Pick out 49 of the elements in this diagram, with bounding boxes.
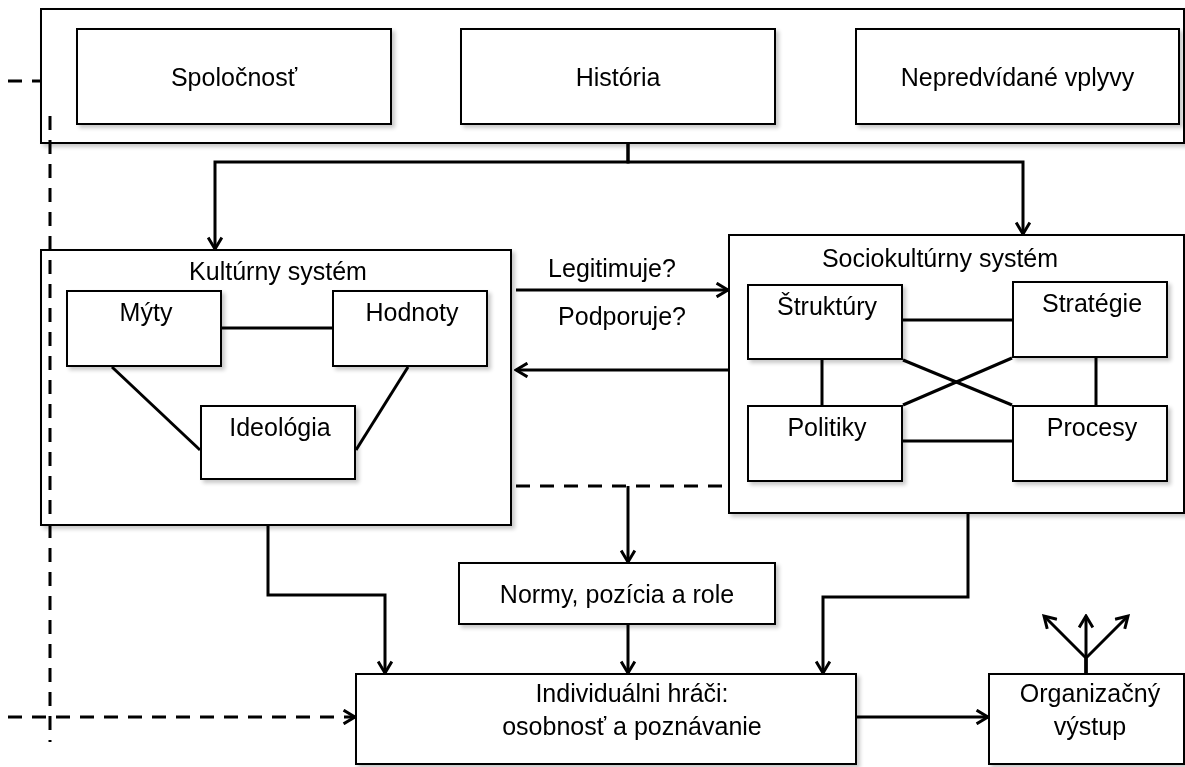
box-label: Nepredvídané vplyvy — [899, 61, 1136, 93]
connector-line — [222, 326, 332, 330]
arrow — [814, 514, 970, 675]
box-label: Spoločnosť — [169, 61, 299, 93]
connector-line — [8, 79, 40, 83]
box-label: Normy, pozícia a role — [498, 578, 736, 610]
panel-heading: Sociokultúrny systém — [820, 243, 1060, 274]
process-box — [855, 28, 1180, 125]
process-box — [1012, 405, 1168, 482]
process-box — [460, 28, 776, 125]
box-label: Stratégie — [1040, 288, 1144, 319]
process-box — [332, 290, 488, 367]
process-box — [355, 673, 857, 765]
arrow — [619, 625, 637, 675]
arrow — [1084, 614, 1130, 673]
arrow — [516, 281, 730, 299]
connector-line — [820, 360, 824, 405]
box-label: Štruktúry — [776, 291, 878, 322]
box-label: Organizačný výstup — [1018, 678, 1162, 742]
box-label: Mýty — [118, 297, 174, 328]
arrow — [619, 486, 637, 564]
box-label: Hodnoty — [364, 297, 460, 328]
process-box — [66, 290, 222, 367]
arrow — [8, 708, 357, 726]
arrow — [514, 361, 728, 379]
system-panel — [728, 234, 1185, 514]
connector-line — [1094, 358, 1098, 405]
process-box — [988, 673, 1185, 765]
box-label: Ideológia — [228, 412, 332, 443]
box-label: Politiky — [786, 412, 868, 443]
process-box — [458, 562, 776, 625]
arrow — [266, 526, 394, 675]
box-label: Individuálni hráči: osobnosť a poznávanie — [501, 678, 763, 742]
connector-line — [903, 439, 1012, 443]
connector-line — [354, 366, 410, 451]
connector-line — [110, 365, 202, 452]
arrow — [626, 144, 1032, 236]
process-box — [76, 28, 392, 125]
process-box — [747, 284, 903, 360]
panel-heading: Kultúrny systém — [188, 256, 368, 287]
system-panel — [40, 249, 512, 526]
group-frame — [40, 8, 1185, 144]
connector-line — [903, 318, 1012, 322]
box-label: História — [574, 61, 662, 93]
process-box — [200, 405, 356, 480]
process-box — [747, 405, 903, 482]
process-box — [1012, 281, 1168, 358]
box-label: Procesy — [1045, 412, 1139, 443]
arrow — [857, 708, 990, 726]
